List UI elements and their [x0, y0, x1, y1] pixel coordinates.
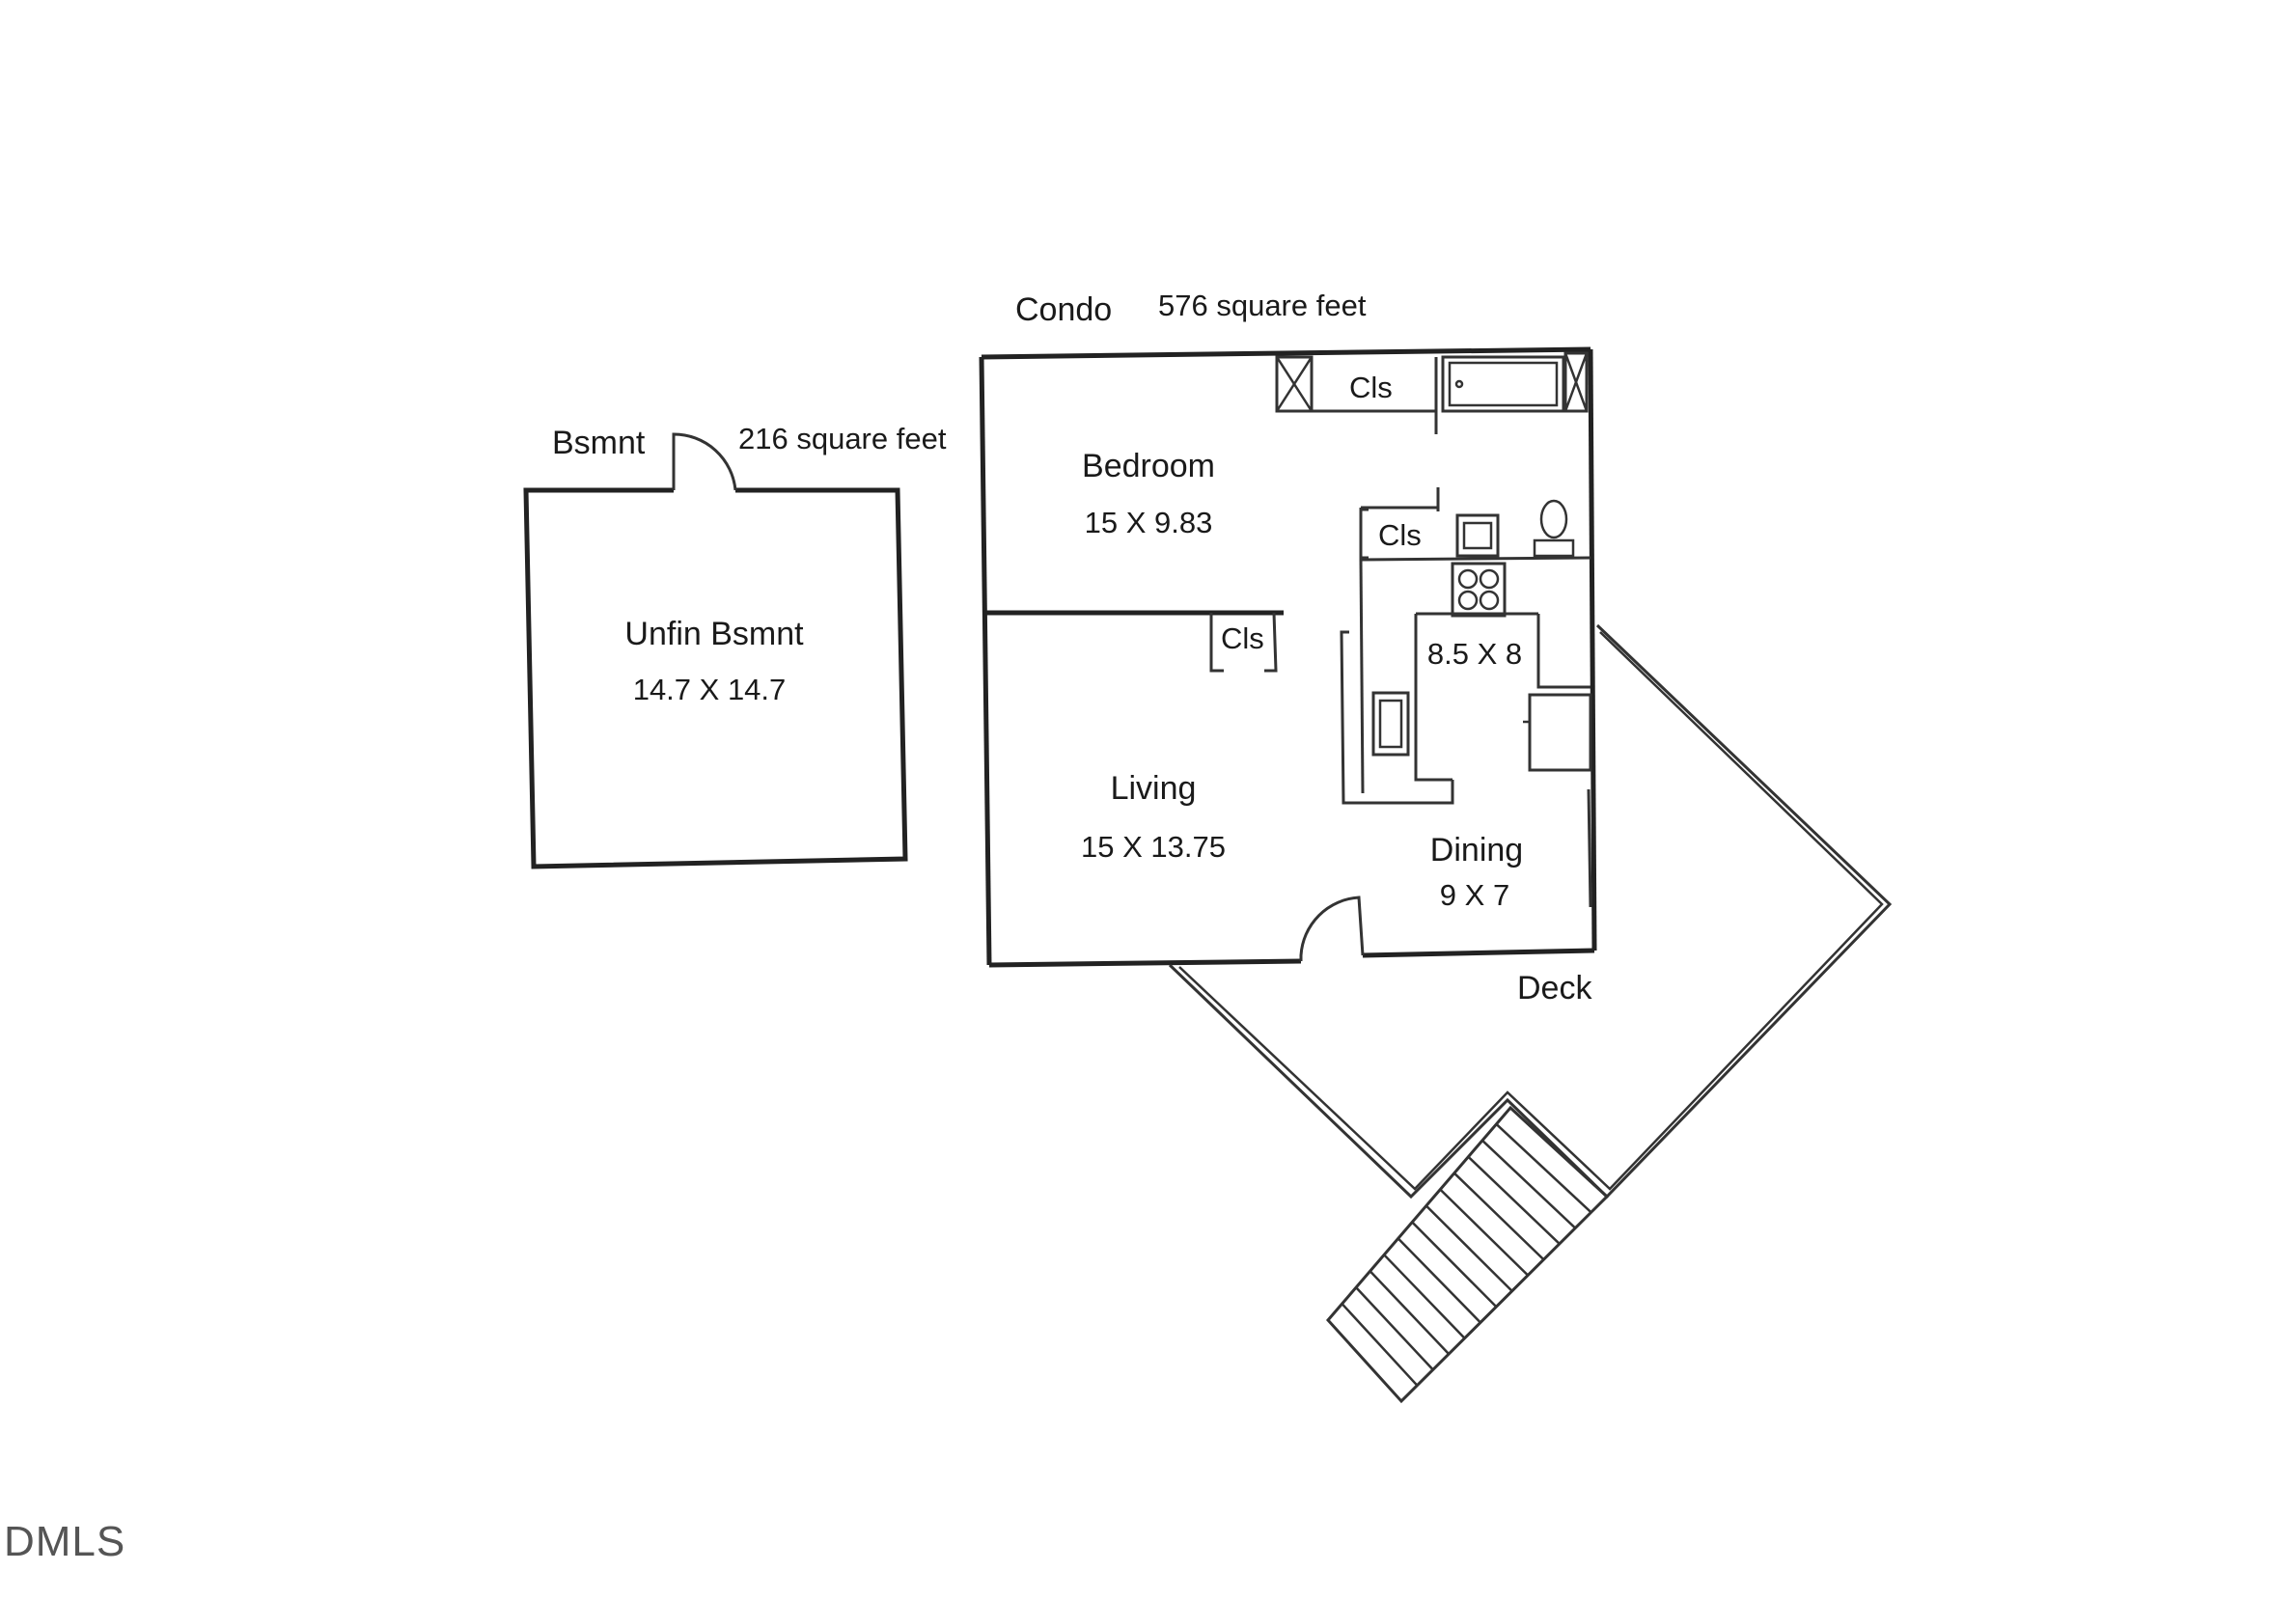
deck-outline-inner: [1178, 631, 1884, 1191]
stair-tread: [1439, 1188, 1529, 1277]
deck-outline: [1168, 623, 1893, 1199]
kitchen-left-wall: [1359, 559, 1365, 794]
basement-title: Bsmnt: [552, 425, 646, 461]
tub-drain-icon: [1454, 379, 1464, 389]
toilet-icon: [1533, 499, 1575, 558]
entry-door: [1299, 896, 1365, 961]
living-dims: 15 X 13.75: [1081, 830, 1226, 864]
dining-dims: 9 X 7: [1440, 878, 1509, 912]
kitchen-sink-basin: [1378, 699, 1403, 749]
condo-left-wall: [979, 356, 992, 966]
dining-name: Dining: [1430, 832, 1523, 868]
bath-closet-doors: [1563, 351, 1589, 413]
stair-tread: [1341, 1303, 1419, 1387]
bedroom-dims: 15 X 9.83: [1085, 506, 1213, 539]
bath-lower-wall: [1360, 556, 1591, 562]
stove-icon: [1451, 562, 1507, 618]
closet-label-1: Cls: [1349, 371, 1393, 404]
living-closet-frame-r: [1264, 612, 1278, 673]
bath-closet-door-mark: [1563, 352, 1589, 412]
stair-tread: [1481, 1139, 1577, 1229]
condo-plan: Cls Cls: [979, 346, 1597, 968]
stair-tread: [1369, 1270, 1451, 1355]
watermark: DMLS: [4, 1518, 125, 1565]
condo-right-wall: [1588, 348, 1597, 951]
basement-room-name: Unfin Bsmnt: [624, 616, 804, 652]
closet-label-3: Cls: [1221, 621, 1264, 655]
living-name: Living: [1111, 770, 1197, 807]
condo-title: Condo: [1015, 291, 1112, 328]
condo-bottom-wall-left: [988, 958, 1302, 968]
stair-tread: [1495, 1123, 1592, 1214]
stair-tread: [1355, 1286, 1434, 1371]
deck-label: Deck: [1517, 970, 1592, 1006]
bathtub-inner: [1448, 361, 1559, 407]
bathtub: [1441, 355, 1565, 413]
stair-tread: [1383, 1254, 1466, 1339]
stair-tread: [1397, 1237, 1481, 1324]
condo-bottom-wall-right: [1362, 948, 1595, 958]
basement-area: 216 square feet: [738, 422, 947, 455]
stair-tread: [1425, 1204, 1513, 1292]
kitchen-outer-counter: [1340, 630, 1454, 805]
deck-stairs: [1326, 1105, 1610, 1404]
basement-room-dims: 14.7 X 14.7: [633, 673, 787, 706]
sink-basin: [1462, 521, 1493, 550]
basement-plan: Bsmnt 216 square feet Unfin Bsmnt 14.7 X…: [523, 422, 947, 869]
kitchen-counter-right: [1536, 614, 1591, 689]
bedroom-closet-doors: [1275, 355, 1314, 413]
kitchen-dims: 8.5 X 8: [1427, 637, 1522, 671]
stair-tread: [1452, 1172, 1545, 1261]
deck: Deck: [1168, 623, 1893, 1199]
stair-tread: [1467, 1155, 1561, 1245]
basement-walls: [523, 487, 908, 869]
bath-closet-frame: [1359, 508, 1369, 560]
bedroom-name: Bedroom: [1082, 448, 1215, 484]
condo-top-wall: [981, 346, 1591, 360]
kitchen-counter-left: [1414, 614, 1452, 782]
right-window: [1587, 788, 1592, 908]
kitchen-sink: [1371, 691, 1410, 757]
basement-door: [672, 432, 737, 491]
living-closet-frame: [1209, 613, 1224, 673]
vanity: [1455, 513, 1500, 558]
stairs-outline: [1326, 1105, 1610, 1404]
stair-tread: [1411, 1221, 1498, 1309]
closet-label-2: Cls: [1378, 518, 1422, 552]
condo-area: 576 square feet: [1158, 289, 1367, 322]
closet-door-mark: [1275, 356, 1314, 412]
refrigerator: [1528, 693, 1592, 772]
